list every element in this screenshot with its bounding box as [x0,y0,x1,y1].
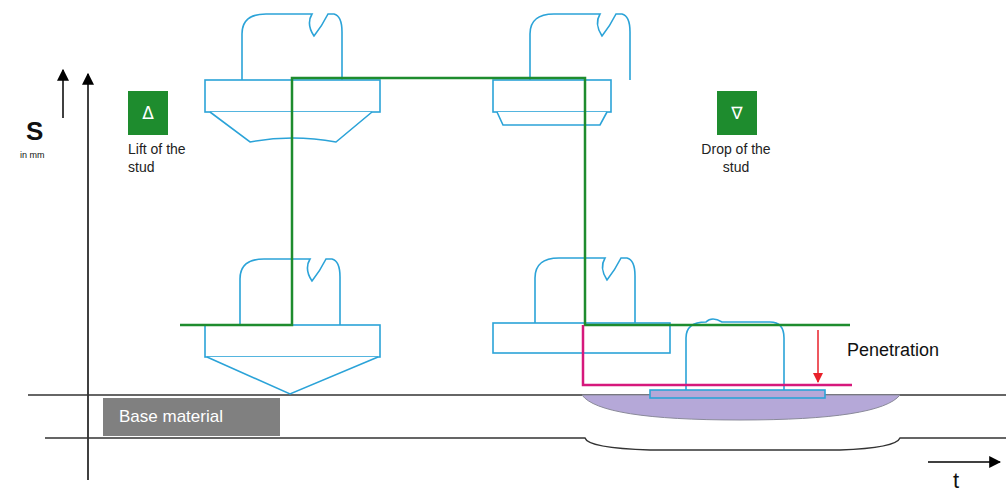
symbol-text: ∇ [717,91,757,135]
symbol-badge: Δ Lift of the stud [128,91,210,176]
material-plate: Base material [103,398,280,436]
penetration-curve [583,325,852,385]
penetration-arrow [817,330,819,382]
s-arrow [62,70,64,118]
symbol-badge: ∇Drop of the stud [717,91,779,176]
stud-arcing [493,14,630,125]
callout-label: Penetration [847,341,939,359]
s-axis [87,74,89,480]
plate-text: Base material [119,398,223,436]
axis-symbol: t [953,470,959,492]
unit-label: in mm [20,151,45,160]
axis-symbol: S [26,118,43,144]
base-bottom [45,438,1006,450]
symbol-text: Δ [128,91,168,135]
caption-text: Lift of the stud [128,140,210,176]
stroke-curve [180,78,850,325]
caption-text: Drop of the stud [693,140,779,176]
t-arrow [928,461,1000,463]
stud-dropping [493,258,670,353]
